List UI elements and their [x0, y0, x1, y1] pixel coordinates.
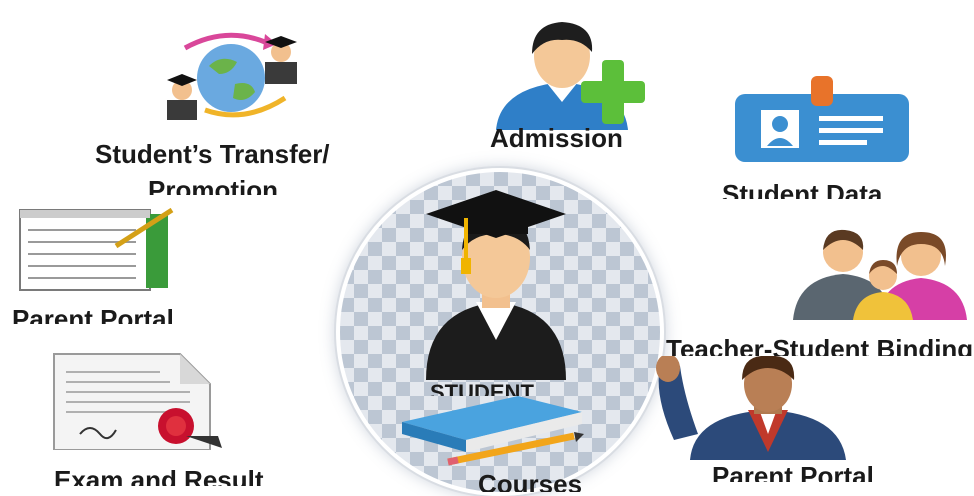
teacher-student-label: Teacher-Student Binding	[666, 335, 974, 356]
courses-label: Courses	[478, 470, 583, 492]
transfer-label-line1: Student’s Transfer/	[95, 140, 330, 169]
waving-parent-icon	[656, 356, 846, 460]
admission-user-plus-icon	[496, 22, 645, 130]
center-label: STUDENT	[430, 380, 534, 396]
book-pencil-icon	[402, 396, 584, 466]
globe-transfer-icon	[167, 32, 297, 120]
id-card-icon	[735, 76, 909, 162]
parent-portal-right-label: Parent Portal	[712, 462, 874, 482]
report-card-icon	[19, 207, 174, 291]
student-data-label: Student Data	[722, 180, 883, 199]
transfer-label-line2: Promotion	[148, 176, 278, 195]
certificate-icon	[53, 353, 222, 450]
family-icon	[793, 229, 967, 320]
exam-label: Exam and Result	[54, 466, 264, 486]
admission-label: Admission	[490, 124, 623, 153]
parent-portal-left-label: Parent Portal	[12, 305, 174, 324]
graduate-student-icon	[426, 190, 566, 380]
